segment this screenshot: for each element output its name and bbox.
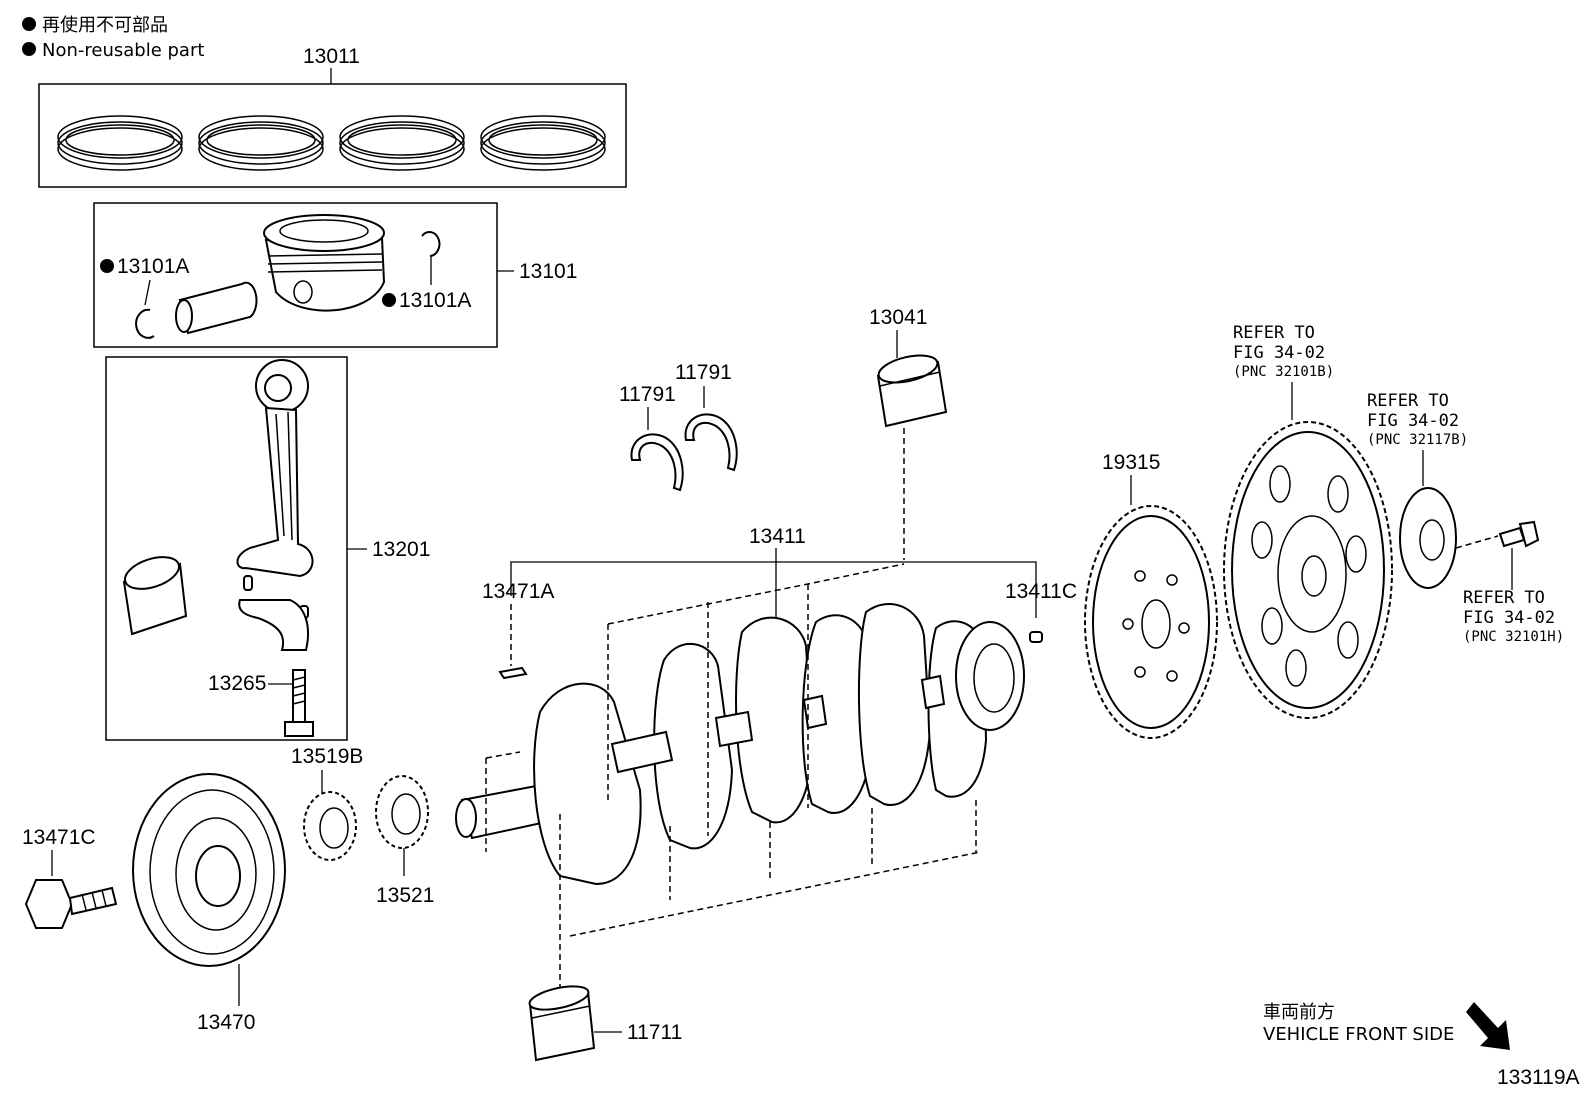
part-label-13201[interactable]: 13201 <box>372 538 430 561</box>
part-label-13101[interactable]: 13101 <box>519 260 577 283</box>
part-label-11791-right[interactable]: 11791 <box>675 361 732 384</box>
crank-pulley-group: 13471C 13470 <box>22 773 286 1034</box>
piston-group: 13101 13101A 13101A <box>93 202 577 348</box>
piston-pin-icon <box>175 281 258 335</box>
bolt-ref-line-3: (PNC 32101H) <box>1463 629 1564 645</box>
part-label-13041[interactable]: 13041 <box>869 306 927 329</box>
snap-ring-right-icon <box>421 231 441 257</box>
part-label-11791-left[interactable]: 11791 <box>619 383 676 406</box>
lower-main-bearing-group: 11711 <box>528 985 682 1062</box>
plate-ref-line-3: (PNC 32117B) <box>1367 432 1468 448</box>
flywheel-bolt-icon <box>1498 520 1540 548</box>
piston-icon <box>263 214 386 312</box>
part-label-13471A[interactable]: 13471A <box>482 580 554 603</box>
bolt-ref-line-2: FIG 34-02 <box>1463 608 1555 628</box>
plate-ref-line-2: FIG 34-02 <box>1367 411 1459 431</box>
piston-rings-icon <box>57 115 606 171</box>
non-reusable-bullet-icon <box>382 293 396 307</box>
illustration-id: 133119A <box>1497 1066 1580 1089</box>
flywheel-ref-line-3: (PNC 32101B) <box>1233 364 1334 380</box>
non-reusable-bullet-icon <box>100 259 114 273</box>
con-rod-bolt-icon <box>284 669 314 737</box>
vehicle-front-jp: 車両前方 <box>1263 1002 1335 1023</box>
piston-ring-set-box <box>38 83 627 188</box>
lower-main-bearing-icon <box>528 985 596 1062</box>
timing-sprocket-2-icon <box>375 775 429 849</box>
signal-plate-icon <box>1084 505 1218 739</box>
part-label-13011[interactable]: 13011 <box>303 45 360 68</box>
pulley-bolt-icon <box>24 879 118 929</box>
legend: 再使用不可部品 Non-reusable part <box>22 15 204 61</box>
piston-ring-set-group: 13011 <box>38 45 627 188</box>
crankshaft-group: 13411 13471A 13411C <box>455 525 1077 990</box>
front-direction-arrow-icon <box>1466 1002 1510 1050</box>
crank-pulley-icon <box>132 773 286 967</box>
dowel-pin-icon <box>243 575 253 591</box>
part-label-13411C[interactable]: 13411C <box>1005 580 1077 603</box>
crank-key-icon <box>498 666 528 680</box>
part-label-19315[interactable]: 19315 <box>1102 451 1160 474</box>
part-label-13519B[interactable]: 13519B <box>291 745 363 768</box>
part-label-13101A-right[interactable]: 13101A <box>399 289 471 312</box>
part-label-13101A-left[interactable]: 13101A <box>117 255 189 278</box>
timing-sprocket-1-icon <box>303 791 357 861</box>
timing-sprockets-group: 13519B 13521 <box>291 745 434 907</box>
rod-bearing-icon <box>122 556 188 636</box>
flywheel-icon <box>1223 421 1393 719</box>
piston-box <box>93 202 498 348</box>
thrust-washer-right-icon <box>684 413 738 472</box>
signal-plate-group: 19315 <box>1084 451 1218 739</box>
thrust-washer-left-icon <box>630 433 684 492</box>
flywheel-bolt-group: REFER TO FIG 34-02 (PNC 32101H) <box>1455 520 1564 645</box>
plate-ref-line-1: REFER TO <box>1367 391 1449 411</box>
non-reusable-bullet-icon <box>22 17 36 31</box>
legend-non-reusable-en: Non-reusable part <box>42 40 204 61</box>
vehicle-front-indicator: 車両前方 VEHICLE FRONT SIDE <box>1263 1002 1510 1050</box>
part-label-13471C[interactable]: 13471C <box>22 826 96 849</box>
part-label-13411[interactable]: 13411 <box>749 525 806 548</box>
part-label-13521[interactable]: 13521 <box>376 884 434 907</box>
part-label-13265[interactable]: 13265 <box>208 672 266 695</box>
bolt-ref-line-1: REFER TO <box>1463 588 1545 608</box>
snap-ring-left-icon <box>135 308 155 339</box>
upper-main-bearing-group: 13041 <box>869 306 948 560</box>
vehicle-front-en: VEHICLE FRONT SIDE <box>1263 1024 1454 1045</box>
drive-plate-spacer-icon <box>1399 487 1457 589</box>
connecting-rod-group: 13201 13265 <box>105 356 430 741</box>
rod-cap-icon <box>238 599 309 651</box>
non-reusable-bullet-icon <box>22 42 36 56</box>
crankshaft-icon <box>455 602 1025 886</box>
upper-main-bearing-icon <box>876 354 948 428</box>
legend-non-reusable-jp: 再使用不可部品 <box>42 15 168 36</box>
thrust-washers-group: 11791 11791 <box>619 361 738 492</box>
flywheel-ref-line-2: FIG 34-02 <box>1233 343 1325 363</box>
crank-pin-icon <box>1029 631 1043 643</box>
part-label-13470[interactable]: 13470 <box>197 1011 255 1034</box>
part-label-11711[interactable]: 11711 <box>627 1021 682 1044</box>
flywheel-group: REFER TO FIG 34-02 (PNC 32101B) <box>1223 323 1393 719</box>
flywheel-ref-line-1: REFER TO <box>1233 323 1315 343</box>
connecting-rod-icon <box>236 359 314 578</box>
drive-plate-spacer-group: REFER TO FIG 34-02 (PNC 32117B) <box>1367 391 1468 589</box>
